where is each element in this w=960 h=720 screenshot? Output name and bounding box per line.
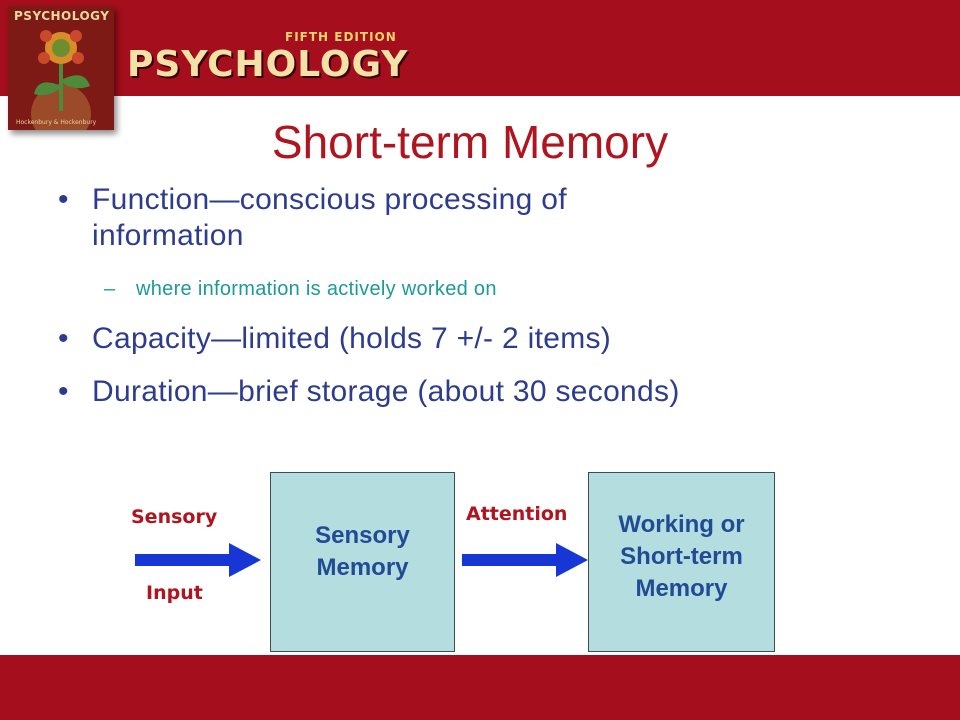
book-title: PSYCHOLOGY <box>127 44 409 85</box>
slide-title: Short-term Memory <box>271 116 669 168</box>
bullet-function-line1: Function—conscious processing of <box>92 183 567 216</box>
working-memory-line2: Short-term <box>620 543 743 570</box>
edition-label: FIFTH EDITION <box>285 30 397 44</box>
sensory-memory-box: Sensory Memory <box>270 472 455 652</box>
sub-bullet-text: where information is actively worked on <box>136 278 497 300</box>
sub-bullet-dash: – <box>104 278 116 300</box>
header-band <box>0 0 960 96</box>
sensory-memory-line1: Sensory <box>315 522 410 549</box>
book-cover-title: PSYCHOLOGY <box>14 9 110 23</box>
book-cover-image: PSYCHOLOGY Hockenbury & Hockenbury <box>8 6 114 130</box>
working-memory-box: Working or Short-term Memory <box>588 472 775 652</box>
input-arrow-icon <box>135 543 261 577</box>
attention-arrow-icon <box>462 543 588 577</box>
bullet-dot: • <box>58 183 69 216</box>
sensory-input-label-bottom: Input <box>146 582 203 604</box>
bullet-dot: • <box>58 322 69 355</box>
bullet-capacity: Capacity—limited (holds 7 +/- 2 items) <box>92 322 612 355</box>
bullet-function-line2: information <box>92 219 244 252</box>
footer-band <box>0 655 960 720</box>
sensory-input-label-top: Sensory <box>131 506 218 528</box>
bullet-duration: Duration—brief storage (about 30 seconds… <box>92 375 680 408</box>
sensory-memory-line2: Memory <box>316 554 409 581</box>
bullet-function: Function—conscious processing of informa… <box>92 182 567 254</box>
working-memory-line3: Memory <box>635 575 728 602</box>
attention-label: Attention <box>466 503 568 525</box>
bullet-dot: • <box>58 375 69 408</box>
flower-illustration-icon <box>8 6 114 130</box>
book-cover-authors: Hockenbury & Hockenbury <box>16 119 97 126</box>
working-memory-line1: Working or <box>618 511 745 538</box>
